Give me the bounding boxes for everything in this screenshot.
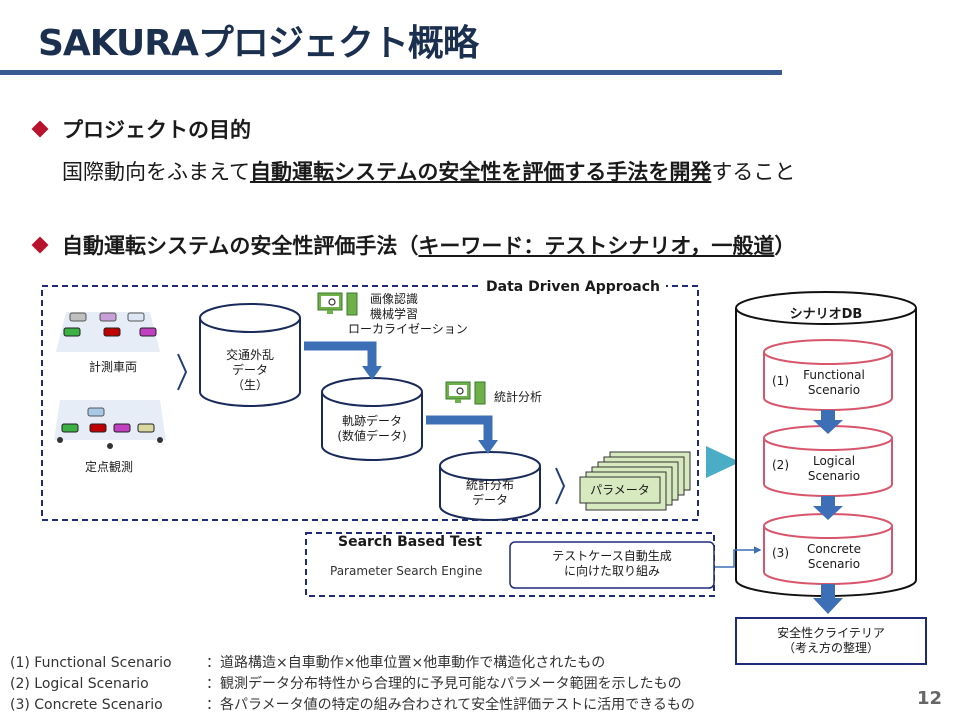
computer-icon	[317, 292, 358, 316]
stat-dist-label: 統計分布 データ	[440, 478, 540, 508]
safety-box-border	[735, 617, 927, 665]
stat-dist-line: データ	[471, 493, 508, 507]
recognition-label: 画像認識	[370, 292, 419, 306]
method-heading-close: ）	[774, 234, 796, 258]
title-underline	[0, 70, 782, 75]
testcase-box: テストケース自動生成 に向けた取り組み	[510, 549, 714, 579]
arrow-down-icon	[813, 496, 843, 520]
trajectory-data-label: 軌跡データ (数値データ)	[322, 414, 422, 444]
connector-testcase-concrete	[714, 546, 762, 568]
scenario-name-line: Functional	[803, 368, 865, 382]
legend-value: ：観測データ分布特性から合理的に予見可能なパラメータ範囲を示したもの	[206, 676, 682, 692]
testcase-line: に向けた取り組み	[563, 564, 660, 578]
stats-label: 統計分析	[494, 390, 543, 404]
recognition-label: 機械学習	[370, 307, 419, 321]
safety-line: 安全性クライテリア	[777, 626, 885, 640]
scenario-num: (1)	[772, 374, 789, 388]
recognition-label: ローカライゼーション	[348, 322, 468, 336]
raw-data-line: 交通外乱	[225, 348, 274, 362]
section-method-heading: 自動運転システムの安全性評価手法（キーワード：テストシナリオ，一般道）	[31, 230, 796, 260]
scenario-cylinder-concrete	[763, 513, 893, 585]
purpose-text-emphasis: 自動運転システムの安全性を評価する手法を開発	[249, 160, 712, 184]
vehicle-measure-illustration	[56, 312, 160, 352]
cylinder-trajectory-data	[321, 377, 423, 461]
chevron-right-icon	[555, 467, 566, 505]
method-heading-text: 自動運転システムの安全性評価手法（	[62, 234, 419, 258]
legend-value: ：道路構造×自車動作×他車位置×他車動作で構造化されたもの	[206, 655, 606, 671]
trajectory-line: (数値データ)	[337, 429, 407, 443]
section-purpose-heading: プロジェクトの目的	[31, 114, 251, 144]
purpose-text-before: 国際動向をふまえて	[62, 160, 250, 184]
legend-key: (3) Concrete Scenario	[10, 697, 163, 713]
parameter-label: パラメータ	[590, 483, 650, 497]
stat-dist-line: 統計分布	[465, 478, 514, 492]
scenario-logical-label: Logical Scenario	[790, 454, 878, 484]
scenario-cylinder-logical	[763, 425, 893, 497]
scenario-functional-label: Functional Scenario	[790, 368, 878, 398]
arrow-down-icon	[813, 584, 843, 614]
vehicle-measure-label: 計測車両	[88, 360, 137, 374]
scenario-name-line: Scenario	[807, 383, 861, 397]
scenario-name-line: Concrete	[806, 542, 862, 556]
scenario-name-line: Logical	[812, 454, 856, 468]
scenario-num: (3)	[772, 546, 789, 560]
safety-criteria-box: 安全性クライテリア （考え方の整理）	[736, 626, 926, 656]
legend-row: (3) Concrete Scenario ：各パラメータ値の特定の組み合わされて…	[10, 694, 695, 714]
legend-key: (1) Functional Scenario	[10, 655, 172, 671]
purpose-heading-text: プロジェクトの目的	[62, 118, 251, 142]
legend-value: ：各パラメータ値の特定の組み合わされて安全性評価テストに活用できるもの	[206, 697, 695, 713]
param-engine-label: Parameter Search Engine	[330, 564, 483, 578]
legend-row: (1) Functional Scenario ：道路構造×自車動作×他車位置×他…	[10, 652, 605, 672]
search-based-label: Search Based Test	[332, 534, 489, 550]
safety-line: （考え方の整理）	[782, 641, 879, 655]
method-keyword: キーワード：テストシナリオ，一般道	[418, 234, 775, 258]
page-number: 12	[916, 688, 942, 709]
data-driven-label: Data Driven Approach	[480, 279, 666, 295]
trajectory-line: 軌跡データ	[341, 414, 402, 428]
scenario-db-label: シナリオDB	[789, 307, 863, 322]
testcase-line: テストケース自動生成	[552, 549, 672, 563]
scenario-num: (2)	[772, 458, 789, 472]
scenario-concrete-label: Concrete Scenario	[790, 542, 878, 572]
chevron-right-icon	[177, 353, 188, 391]
legend-key: (2) Logical Scenario	[10, 676, 149, 692]
page-title: SAKURAプロジェクト概略	[38, 23, 479, 64]
fixed-observe-label: 定点観測	[84, 460, 133, 474]
purpose-text-after: すること	[711, 160, 796, 184]
arrow-down-icon	[813, 410, 843, 434]
fixed-observe-illustration	[54, 400, 166, 449]
search-based-box	[305, 532, 715, 597]
raw-data-line: データ	[231, 363, 268, 377]
arrow-bent-1	[304, 341, 377, 368]
scenario-cylinder-functional	[763, 339, 893, 411]
raw-data-line: （生）	[231, 378, 268, 392]
arrow-bent-2	[426, 415, 493, 442]
testcase-box-border	[509, 541, 715, 589]
data-driven-box	[41, 285, 699, 521]
cylinder-raw-data	[199, 303, 301, 407]
scenario-name-line: Scenario	[807, 469, 861, 483]
raw-data-label: 交通外乱 データ （生）	[200, 348, 300, 393]
scenario-name-line: Scenario	[807, 557, 861, 571]
legend-row: (2) Logical Scenario ：観測データ分布特性から合理的に予見可能…	[10, 673, 682, 693]
purpose-text: 国際動向をふまえて自動運転システムの安全性を評価する手法を開発すること	[62, 156, 795, 186]
teal-arrow	[706, 446, 740, 478]
computer-icon	[445, 381, 486, 405]
recognition-labels: 画像認識 機械学習 ローカライゼーション	[348, 292, 468, 337]
cylinder-stat-dist-data	[439, 451, 541, 521]
parameter-sheets	[579, 451, 691, 511]
